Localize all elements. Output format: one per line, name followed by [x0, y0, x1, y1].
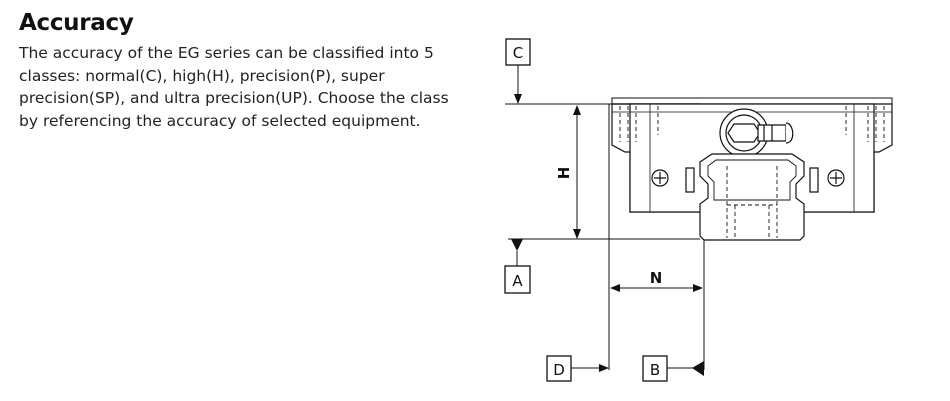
text-column: Accuracy The accuracy of the EG series c… [19, 10, 449, 132]
datum-b-label: B [650, 361, 660, 379]
dimension-h: H [555, 105, 581, 239]
datum-c: C [505, 38, 531, 104]
section-title: Accuracy [19, 10, 134, 36]
datum-c-label: C [513, 44, 523, 62]
reference-lines [505, 103, 705, 370]
dimension-n: N [610, 269, 703, 292]
datum-a-label: A [512, 272, 523, 290]
section-description: The accuracy of the EG series can be cla… [19, 44, 449, 130]
datum-d-label: D [553, 361, 565, 379]
datum-a: A [504, 239, 531, 294]
dimension-n-label: N [650, 269, 663, 287]
datum-b: B [642, 355, 704, 382]
datum-d: D [546, 355, 609, 382]
dimension-h-label: H [555, 167, 573, 180]
linear-rail [699, 153, 805, 241]
